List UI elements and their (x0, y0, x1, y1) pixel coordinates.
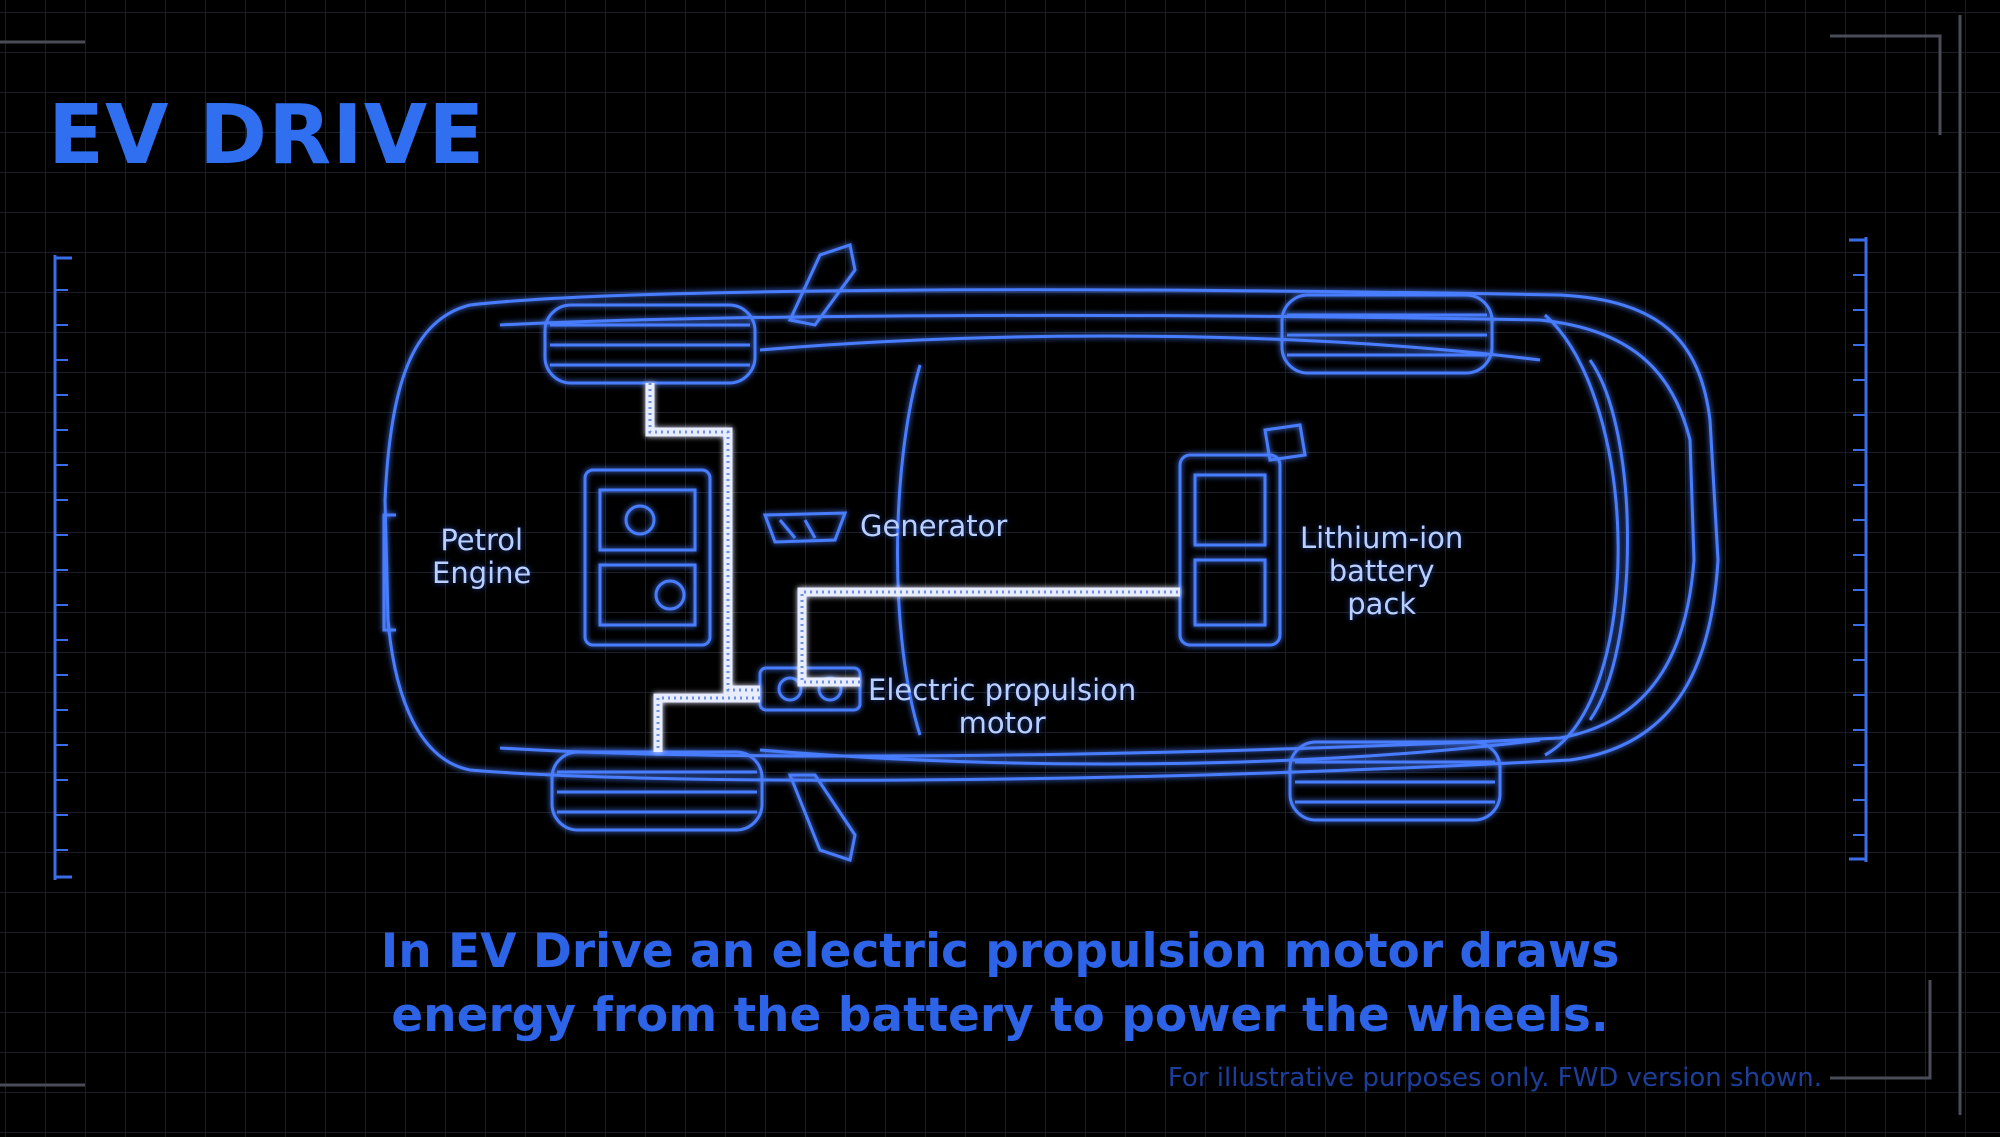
car-outline (382, 243, 1720, 862)
battery-label: Lithium-ion battery pack (1300, 522, 1463, 621)
page-title: EV DRIVE (48, 88, 486, 183)
caption: In EV Drive an electric propulsion motor… (180, 920, 1820, 1048)
motor-label-line: motor (958, 706, 1046, 740)
generator-unit (762, 511, 848, 544)
left-ruler (53, 255, 72, 880)
caption-line: energy from the battery to power the whe… (391, 988, 1609, 1043)
frame-lines (0, 15, 1962, 1115)
battery-label-line: battery (1328, 554, 1435, 588)
battery-label-line: pack (1347, 587, 1417, 621)
wheels (543, 293, 1502, 832)
generator-label: Generator (860, 509, 1008, 543)
disclaimer: For illustrative purposes only. FWD vers… (1167, 1063, 1822, 1093)
motor-label: Electric propulsion motor (868, 674, 1136, 740)
battery-label-line: Lithium-ion (1300, 521, 1464, 555)
petrol-engine-label: Petrol Engine (432, 524, 531, 590)
wheel-rear-right (1288, 740, 1502, 822)
energy-flow (645, 383, 1180, 752)
petrol-engine-block (583, 468, 712, 647)
battery-pack-unit (1178, 423, 1307, 647)
motor-label-line: Electric propulsion (868, 673, 1137, 707)
wheel-front-right (550, 750, 764, 832)
wheel-rear-left (1280, 293, 1494, 375)
caption-line: In EV Drive an electric propulsion motor… (380, 924, 1620, 979)
electric-motor-unit (758, 666, 862, 712)
petrol-engine-label-line: Petrol (440, 523, 524, 557)
petrol-engine-label-line: Engine (432, 556, 532, 590)
right-ruler (1849, 237, 1868, 862)
